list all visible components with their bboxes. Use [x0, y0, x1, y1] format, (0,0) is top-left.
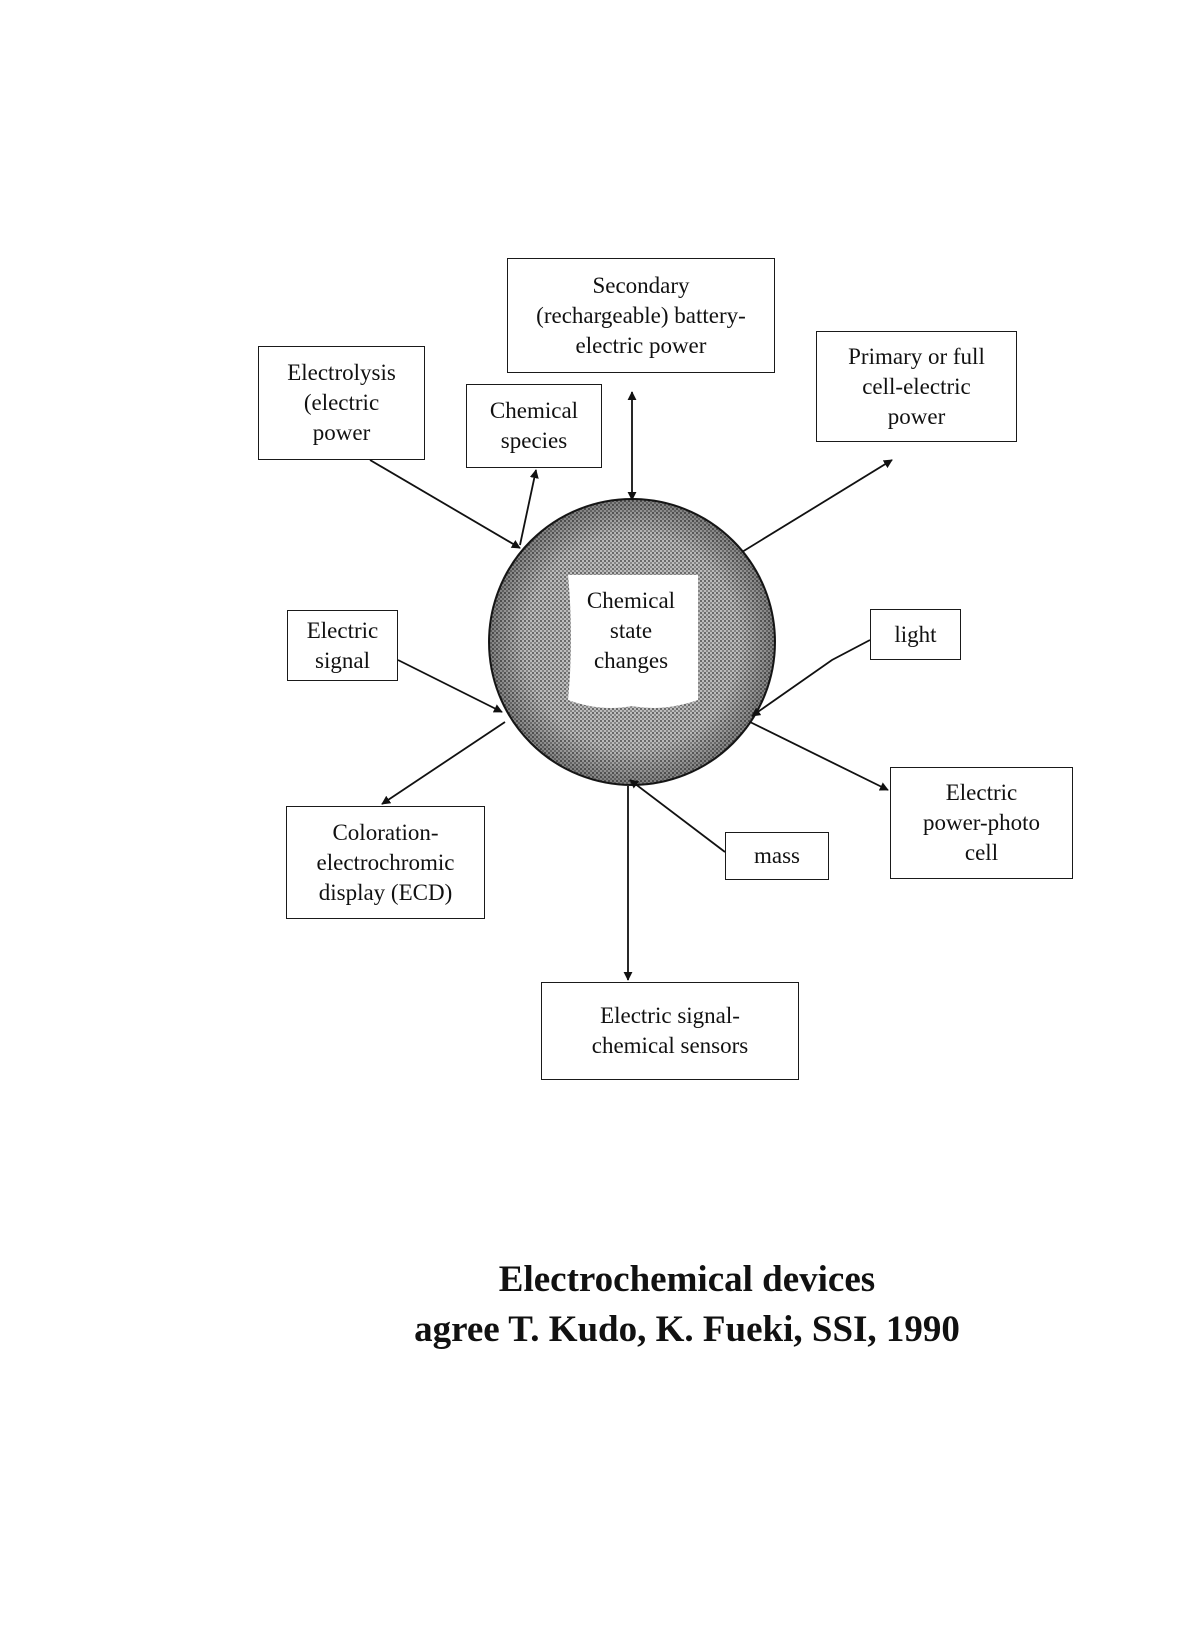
- chemical-state-hub: [488, 498, 776, 786]
- node-electric-signal-label: Electric signal: [306, 617, 379, 673]
- arrow-chemical-species: [519, 469, 539, 546]
- arrow-electrolysis: [369, 459, 521, 549]
- node-electrolysis: Electrolysis (electric power: [258, 346, 425, 460]
- node-mass-label: mass: [754, 843, 800, 868]
- arrow-mass: [629, 779, 726, 853]
- arrow-coloration-ecd: [381, 721, 506, 805]
- hub-label: Chemical state changes: [586, 588, 676, 673]
- arrow-light: [751, 639, 871, 717]
- node-electric-signal: Electric signal: [287, 610, 398, 681]
- arrow-photo-cell: [749, 721, 889, 791]
- caption-title: Electrochemical devices: [498, 1259, 876, 1300]
- node-secondary-battery-label: Secondary (rechargeable) battery- electr…: [536, 272, 746, 358]
- node-chemical-species: Chemical species: [466, 384, 602, 468]
- node-chemical-sensors-label: Electric signal- chemical sensors: [591, 1003, 749, 1058]
- node-primary-cell: Primary or full cell-electric power: [816, 331, 1017, 442]
- node-mass: mass: [725, 832, 829, 880]
- node-chemical-sensors: Electric signal- chemical sensors: [541, 982, 799, 1080]
- connectors: [369, 391, 893, 981]
- arrow-electric-signal: [397, 659, 503, 713]
- node-secondary-battery: Secondary (rechargeable) battery- electr…: [507, 258, 775, 373]
- caption-citation: agree T. Kudo, K. Fueki, SSI, 1990: [414, 1309, 960, 1350]
- arrow-primary-cell: [741, 459, 893, 553]
- node-primary-cell-label: Primary or full cell-electric power: [848, 343, 985, 429]
- node-light: light: [870, 609, 961, 660]
- node-chemical-species-label: Chemical species: [489, 398, 579, 453]
- node-photo-cell-label: Electric power-photo cell: [922, 780, 1041, 865]
- node-photo-cell: Electric power-photo cell: [890, 767, 1073, 879]
- hub-label-plate: [568, 575, 698, 708]
- node-light-label: light: [894, 621, 937, 647]
- node-coloration-ecd: Coloration- electrochromic display (ECD): [286, 806, 485, 919]
- node-electrolysis-label: Electrolysis (electric power: [287, 360, 396, 445]
- node-coloration-ecd-label: Coloration- electrochromic display (ECD): [316, 819, 455, 905]
